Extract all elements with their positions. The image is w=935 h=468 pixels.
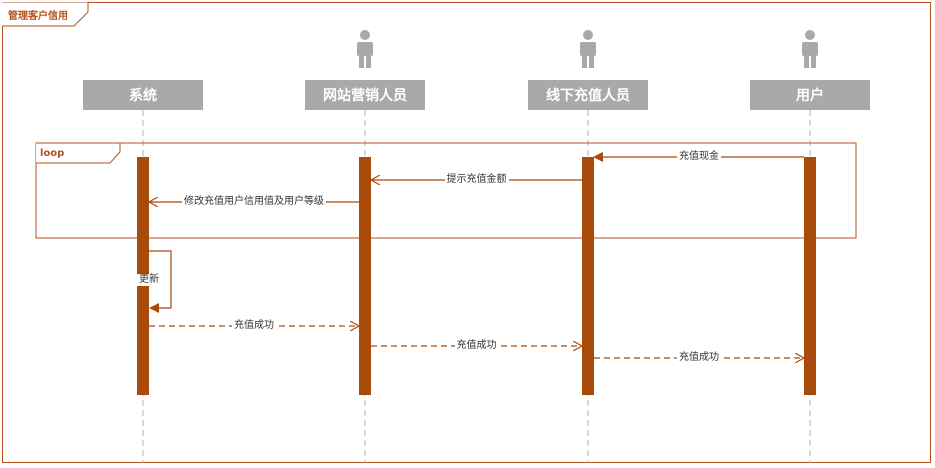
person-icon [580,30,596,68]
diagram-frame [2,2,931,463]
message-label-modify-credit: 修改充值用户信用值及用户等级 [182,196,326,208]
loop-label: loop [40,148,65,159]
frame-title: 管理客户信用 [8,11,68,22]
actor-user: 用户 [750,80,870,110]
message-label-success-1: 充值成功 [232,320,276,332]
message-update [149,250,172,313]
message-label-submit-amount: 提示充值金额 [444,174,509,186]
frame-title-tab [2,2,89,27]
loop-tab [36,142,121,164]
person-icon [802,30,818,68]
loop-fragment [35,142,857,239]
person-icon [357,30,373,68]
message-label-recharge-cash: 充值现金 [677,151,721,163]
activation-offline-staff [582,157,594,395]
actor-offline-staff: 线下充值人员 [528,80,648,110]
activation-user [804,157,816,395]
actor-system: 系统 [83,80,203,110]
activation-web-staff [359,157,371,395]
message-label-update: 更新 [137,273,161,286]
actor-web-staff: 网站营销人员 [305,80,425,110]
message-label-success-3: 充值成功 [677,352,721,364]
message-label-success-2: 充值成功 [454,340,499,352]
